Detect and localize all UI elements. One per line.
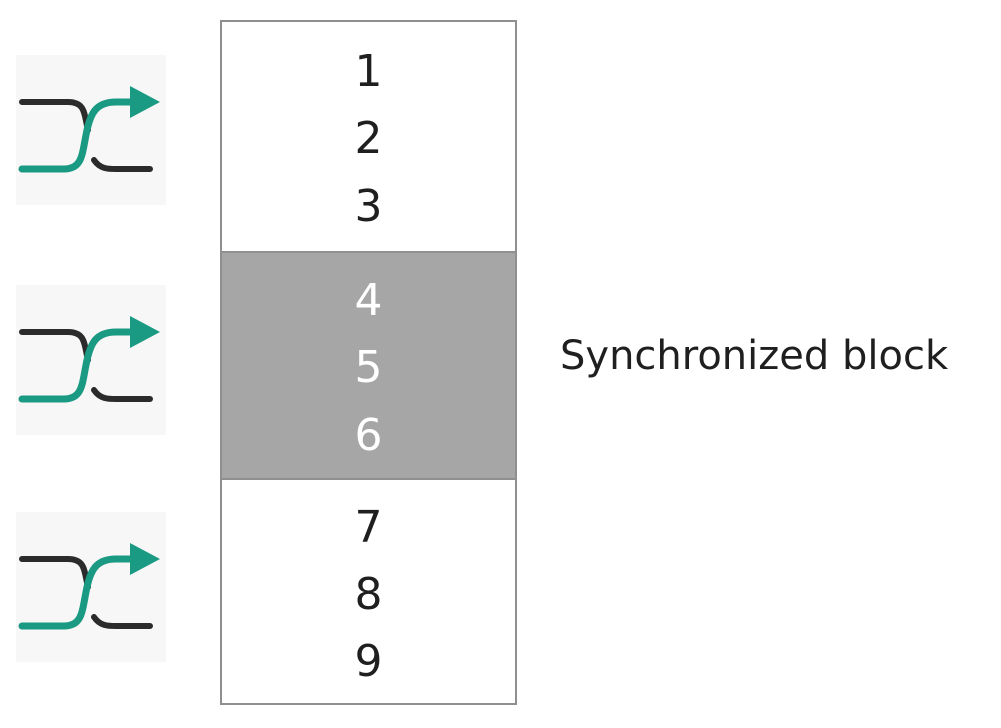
block-item: 7 (354, 502, 383, 553)
block-item: 8 (354, 569, 383, 620)
block-item: 3 (354, 181, 383, 232)
shuffle-icon-graphic (16, 512, 166, 662)
block-item: 2 (354, 113, 383, 164)
shuffle-icon (16, 55, 166, 205)
block-item: 5 (354, 342, 383, 393)
synchronized-section: 4 5 6 (222, 251, 515, 480)
shuffle-icon-graphic (16, 285, 166, 435)
block-section-3: 7 8 9 (222, 480, 515, 705)
shuffle-teal-line (18, 98, 138, 173)
shuffle-icon (16, 512, 166, 662)
shuffle-icon-graphic (16, 55, 166, 205)
shuffle-teal-line (18, 555, 138, 630)
block-item: 9 (354, 636, 383, 687)
arrow-head (130, 86, 160, 118)
arrow-head (130, 543, 160, 575)
synchronized-block-label: Synchronized block (560, 333, 949, 379)
shuffle-icon (16, 285, 166, 435)
block-column: 1 2 3 4 5 6 7 8 9 (220, 20, 517, 705)
arrow-head (130, 316, 160, 348)
shuffle-teal-line (18, 328, 138, 403)
block-item: 4 (354, 275, 383, 326)
block-section-1: 1 2 3 (222, 22, 515, 251)
block-item: 1 (354, 46, 383, 97)
block-item: 6 (354, 410, 383, 461)
